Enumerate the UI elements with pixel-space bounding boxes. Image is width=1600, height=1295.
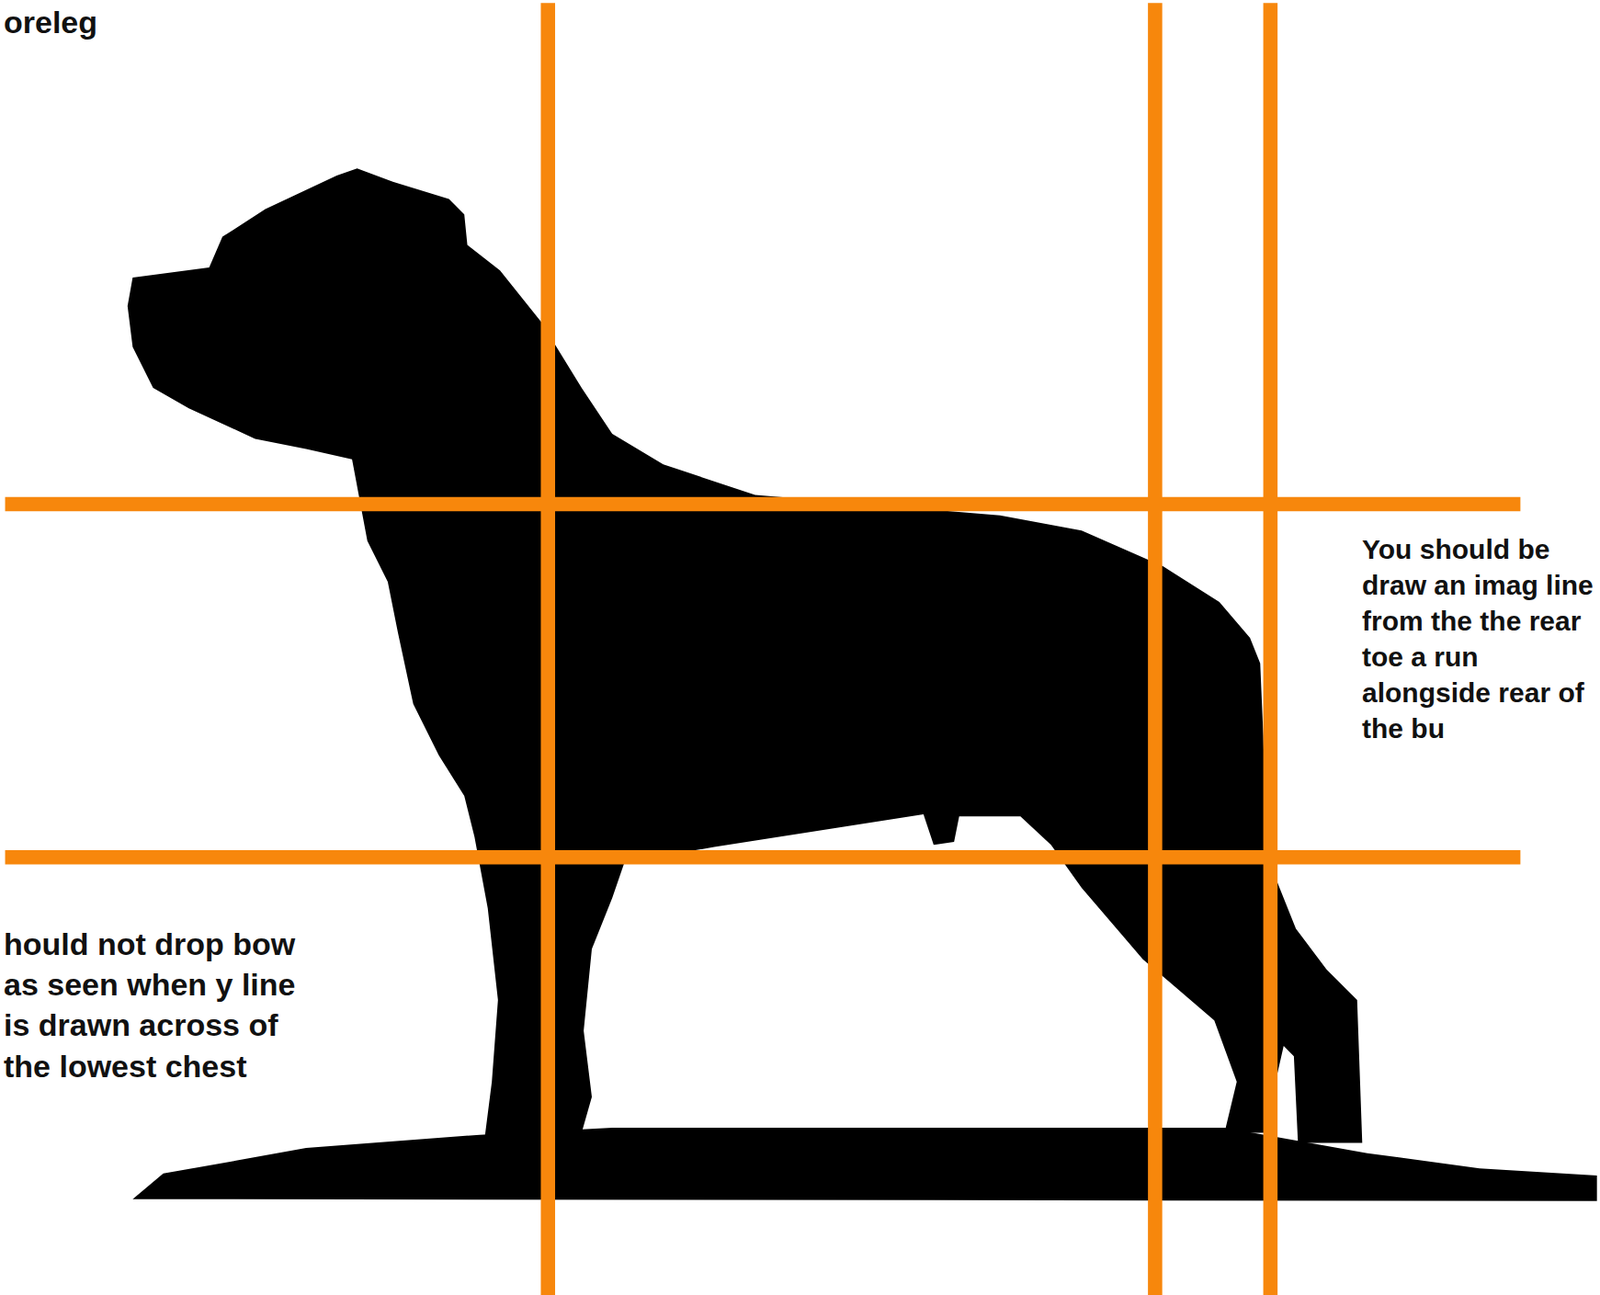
guide-line [5, 497, 1521, 512]
guide-line [1147, 2, 1163, 1295]
ground-band [132, 1127, 1597, 1202]
guide-line [540, 2, 556, 1295]
note-text: oreleg [3, 1, 280, 43]
dog-silhouette [127, 168, 1363, 1143]
guide-line [1263, 2, 1279, 1295]
note-text: hould not drop bow as seen when y line i… [3, 923, 326, 1087]
guide-lines [5, 2, 1521, 1295]
guide-line [5, 850, 1521, 865]
note-text: You should be draw an imag line from the… [1361, 531, 1597, 747]
